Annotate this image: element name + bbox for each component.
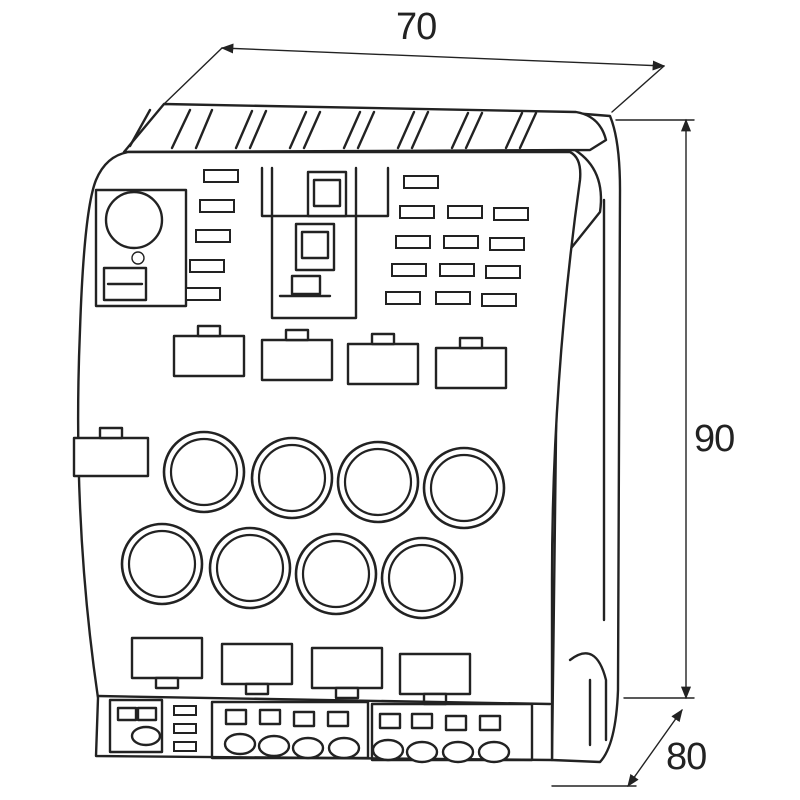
width-extension-right [611, 65, 665, 113]
terminal-screw [441, 714, 475, 764]
width-extension-left [163, 47, 223, 105]
led-column-left [185, 169, 239, 301]
circular-connector [208, 526, 292, 610]
circular-connector [380, 536, 464, 620]
depth-dimension-label: 80 [666, 736, 707, 778]
terminal-screw [257, 708, 291, 758]
led-indicator [195, 229, 231, 243]
led-indicator [391, 263, 427, 277]
terminal-screw [371, 712, 405, 762]
height-dimension-label: 90 [694, 418, 735, 460]
terminal-screw [291, 710, 325, 760]
depth-dimension-line [627, 708, 683, 788]
led-indicator [385, 291, 421, 305]
width-dimension-line [220, 43, 666, 71]
terminal-screw [223, 708, 257, 756]
width-dimension-label: 70 [396, 6, 437, 48]
led-indicator [443, 235, 479, 249]
led-indicator [489, 237, 525, 251]
led-indicator [203, 169, 239, 183]
led-indicator [185, 287, 221, 301]
terminal-screw [326, 710, 361, 760]
label-tab [260, 328, 334, 382]
label-tab [346, 332, 420, 386]
terminal-screw [477, 714, 511, 764]
terminal-screw [405, 712, 439, 764]
led-indicator [403, 175, 439, 189]
circular-connector [120, 522, 204, 606]
led-indicator [435, 291, 471, 305]
connector-row-top [162, 430, 506, 530]
dimension-lines [163, 43, 695, 788]
connector-row-bottom [120, 522, 464, 620]
label-tab [220, 642, 294, 696]
led-grid-right [385, 175, 529, 307]
rotary-switch [94, 188, 188, 308]
label-tab [72, 426, 150, 478]
circular-connector [162, 430, 246, 514]
rotary-knob [104, 190, 164, 250]
label-tabs-upper [72, 324, 508, 478]
label-tab [398, 652, 472, 706]
led-indicator [399, 205, 435, 219]
circular-connector [294, 532, 378, 616]
top-terminal-area [260, 166, 390, 320]
label-tabs-lower [130, 636, 472, 706]
label-tab [310, 646, 384, 700]
led-indicator [395, 235, 431, 249]
top-vent [122, 102, 608, 154]
label-tab [434, 336, 508, 390]
label-tab [172, 324, 246, 378]
led-indicator [447, 205, 483, 219]
led-indicator [439, 263, 475, 277]
bottom-terminal-strip [96, 694, 552, 764]
circular-connector [336, 440, 420, 524]
led-indicator [485, 265, 521, 279]
circular-connector [422, 446, 506, 530]
label-tab [130, 636, 204, 690]
led-indicator [189, 259, 225, 273]
led-indicator [481, 293, 517, 307]
led-indicator [493, 207, 529, 221]
led-indicator [199, 199, 235, 213]
circular-connector [250, 436, 334, 520]
